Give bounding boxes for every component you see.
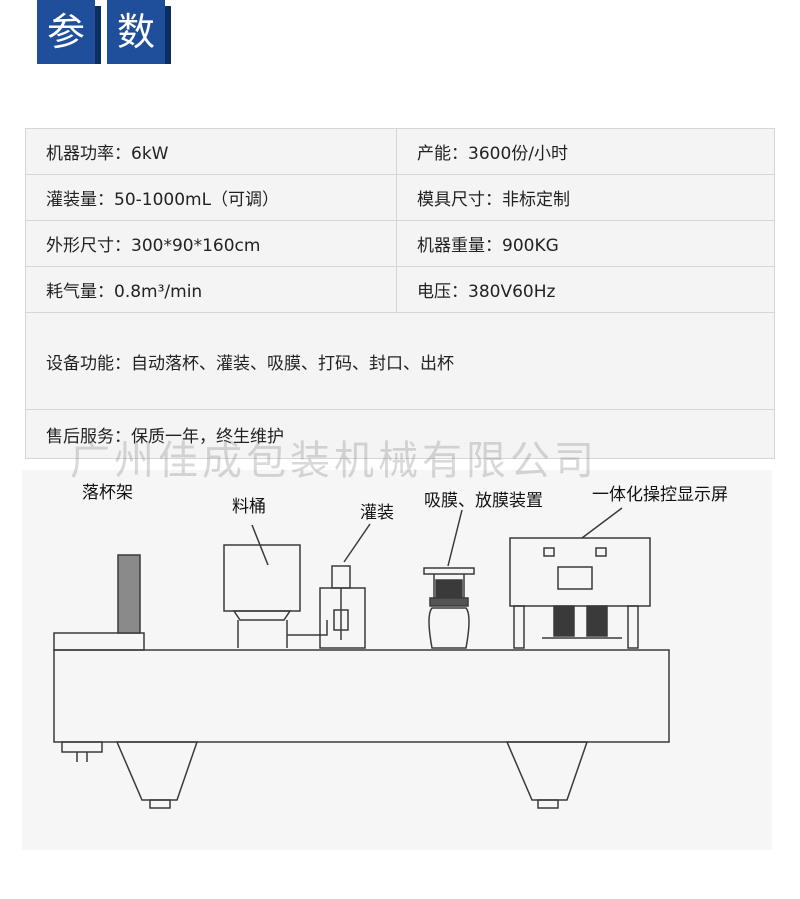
title-char-1: 参 — [37, 0, 95, 64]
sealing-head — [553, 605, 575, 637]
panel-leg — [513, 605, 525, 649]
filling-label: 灌装 — [360, 503, 394, 523]
filling-frame — [319, 587, 366, 649]
watermark: 广州佳成包装机械有限公司 — [70, 438, 598, 484]
control-box — [61, 741, 103, 753]
bucket-leader — [251, 524, 269, 566]
bucket-label: 料桶 — [232, 497, 266, 517]
sealing-head — [586, 605, 608, 637]
spec-row: 售后服务：保质一年，终生维护 — [25, 409, 775, 459]
spec-row: 耗气量：0.8m³/min 电压：380V60Hz — [25, 266, 775, 313]
spec-weight: 机器重量：900KG — [396, 220, 775, 267]
panel-indicator — [595, 547, 607, 557]
spec-row: 设备功能：自动落杯、灌装、吸膜、打码、封口、出杯 — [25, 312, 775, 410]
cup-rack — [117, 554, 141, 634]
spec-row: 外形尺寸：300*90*160cm 机器重量：900KG — [25, 220, 775, 267]
bucket-pipe — [287, 620, 328, 636]
film-top-plate — [423, 567, 475, 575]
spec-function: 设备功能：自动落杯、灌装、吸膜、打码、封口、出杯 — [25, 312, 775, 410]
display-screen — [557, 566, 593, 590]
title-char-2: 数 — [107, 0, 165, 64]
spec-dimensions: 外形尺寸：300*90*160cm — [25, 220, 397, 267]
filling-valve — [333, 609, 349, 631]
control-panel — [509, 537, 651, 607]
bucket — [223, 544, 301, 612]
spec-voltage: 电压：380V60Hz — [396, 266, 775, 313]
spec-service: 售后服务：保质一年，终生维护 — [25, 409, 775, 459]
filling-leader — [343, 523, 371, 563]
machine-body — [53, 649, 670, 743]
filling-head — [331, 565, 351, 589]
cup-rack-label: 落杯架 — [82, 483, 133, 503]
left-foot — [149, 799, 171, 809]
spec-row: 灌装量：50-1000mL（可调） 模具尺寸：非标定制 — [25, 174, 775, 221]
right-hopper — [505, 741, 589, 801]
film-leader — [447, 509, 463, 567]
film-label: 吸膜、放膜装置 — [424, 491, 543, 511]
film-base — [429, 597, 469, 607]
panel-leg — [627, 605, 639, 649]
spec-capacity: 产能：3600份/小时 — [396, 128, 775, 175]
cup-rack-base — [53, 632, 145, 651]
spec-power: 机器功率：6kW — [25, 128, 397, 175]
film-cylinder — [428, 607, 470, 649]
spec-table: 机器功率：6kW 产能：3600份/小时 灌装量：50-1000mL（可调） 模… — [25, 128, 775, 459]
panel-label: 一体化操控显示屏 — [592, 485, 728, 505]
machine-diagram: 落杯架 料桶 灌装 吸膜、放膜装置 一体化操控显示屏 — [22, 470, 772, 850]
bucket-bottom — [232, 610, 292, 621]
panel-leader — [581, 507, 623, 539]
spec-fill-volume: 灌装量：50-1000mL（可调） — [25, 174, 397, 221]
film-stack — [435, 579, 463, 599]
right-foot — [537, 799, 559, 809]
machine-diagram-svg: 落杯架 料桶 灌装 吸膜、放膜装置 一体化操控显示屏 — [53, 483, 728, 809]
spec-mold-size: 模具尺寸：非标定制 — [396, 174, 775, 221]
left-hopper — [115, 741, 199, 801]
spec-air: 耗气量：0.8m³/min — [25, 266, 397, 313]
spec-row: 机器功率：6kW 产能：3600份/小时 — [25, 128, 775, 175]
panel-indicator — [543, 547, 555, 557]
